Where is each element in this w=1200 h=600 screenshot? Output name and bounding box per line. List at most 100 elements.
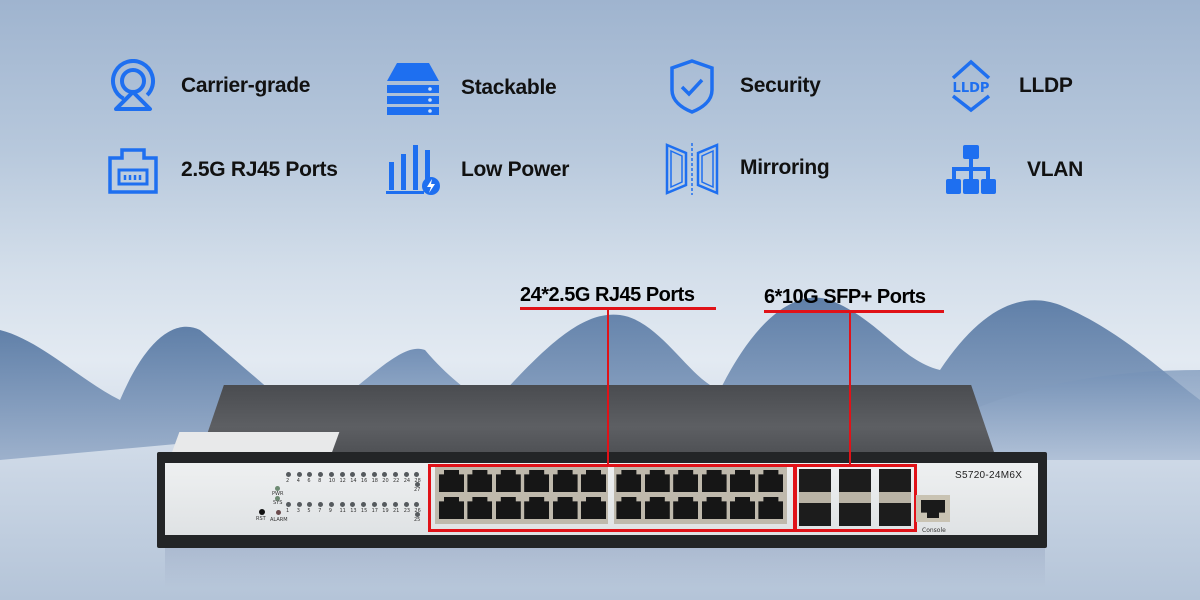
rj45-port[interactable] — [581, 470, 606, 492]
port-led — [328, 502, 334, 507]
port-led — [296, 472, 302, 477]
reset-button[interactable] — [259, 509, 265, 515]
port-number: 17 — [371, 508, 378, 514]
port-number: 5 — [307, 508, 311, 514]
sys-label: SYS — [273, 500, 283, 506]
port-number: 18 — [371, 478, 378, 484]
rj45-port[interactable] — [439, 497, 464, 519]
port-number: 24 — [403, 478, 411, 484]
port-number: 10 — [328, 478, 336, 484]
rj45-callout-underline — [520, 307, 716, 310]
model-number: S5720-24M6X — [955, 470, 1023, 481]
port-number: 6 — [307, 478, 311, 484]
shield-check-icon — [664, 58, 720, 114]
port-led — [360, 472, 366, 477]
port-number: 22 — [393, 478, 400, 484]
port-led — [393, 472, 398, 477]
rj45-port[interactable] — [730, 497, 755, 519]
port-led — [286, 472, 291, 477]
feature-label: Low Power — [461, 158, 570, 181]
port-led — [403, 502, 409, 507]
feature-low-power: Low Power — [385, 142, 569, 198]
rj45-port[interactable] — [495, 470, 521, 492]
lldp-icon-text: LLDP — [953, 81, 990, 96]
port-led — [403, 472, 409, 477]
port-number: 4 — [296, 478, 300, 484]
console-label: Console — [922, 527, 946, 534]
port-led — [318, 472, 324, 477]
feature-label: LLDP — [1019, 74, 1073, 97]
sfp-port-cage[interactable] — [839, 469, 871, 526]
rj45-port[interactable] — [644, 470, 670, 492]
feature-stackable: Stackable — [385, 60, 557, 116]
rj45-highlight-box — [428, 464, 796, 532]
port-led — [307, 502, 313, 507]
port-led — [286, 502, 291, 507]
port-number: 27 — [414, 487, 421, 493]
port-led — [414, 472, 420, 477]
feature-label: Stackable — [461, 76, 557, 99]
rj45-port[interactable] — [552, 470, 578, 492]
rj45-port[interactable] — [758, 497, 784, 519]
port-number: 15 — [360, 508, 368, 514]
rj45-callout-label: 24*2.5G RJ45 Ports — [520, 284, 695, 306]
sfp-callout-leader — [849, 312, 851, 466]
rj45-port[interactable] — [495, 497, 521, 519]
rj45-port[interactable] — [673, 470, 699, 492]
sys-led — [275, 496, 280, 501]
rj45-port[interactable] — [701, 497, 727, 519]
port-led — [382, 502, 388, 507]
port-led — [393, 502, 398, 507]
port-number: 2 — [286, 478, 290, 484]
rj45-port[interactable] — [616, 497, 642, 519]
sfp-callout-label: 6*10G SFP+ Ports — [764, 286, 926, 308]
port-led — [371, 502, 377, 507]
alarm-led — [276, 510, 281, 515]
port-number: 7 — [318, 508, 322, 514]
switch-reflection — [165, 548, 1045, 588]
port-number: 12 — [339, 478, 346, 484]
port-number: 3 — [296, 508, 300, 514]
feature-vlan: VLAN — [943, 142, 1083, 198]
sfp-highlight-box — [794, 464, 917, 532]
rj45-port[interactable] — [701, 470, 727, 492]
rj45-port[interactable] — [524, 470, 550, 492]
rj45-port[interactable] — [644, 497, 670, 519]
lldp-icon: LLDP — [943, 58, 999, 114]
feature-label: VLAN — [1027, 158, 1083, 181]
rj45-port-icon — [105, 142, 161, 198]
rj45-port[interactable] — [758, 470, 784, 492]
sfp-port-cage[interactable] — [799, 469, 831, 526]
rj45-port[interactable] — [581, 497, 606, 519]
rj45-port[interactable] — [524, 497, 550, 519]
sfp-callout-underline — [764, 310, 944, 313]
vlan-icon — [943, 142, 999, 198]
port-number: 21 — [393, 508, 400, 514]
rj45-port[interactable] — [730, 470, 755, 492]
rj45-port[interactable] — [439, 470, 464, 492]
feature-carrier-grade: Carrier-grade — [105, 58, 310, 114]
stack-icon — [385, 60, 441, 116]
alarm-label: ALARM — [270, 517, 288, 523]
port-led — [350, 472, 356, 477]
port-number: 11 — [339, 508, 346, 514]
rj45-port[interactable] — [467, 497, 493, 519]
port-number: 16 — [360, 478, 368, 484]
port-led — [414, 502, 420, 507]
port-number: 20 — [382, 478, 389, 484]
rj45-port[interactable] — [467, 470, 493, 492]
port-led — [307, 472, 313, 477]
low-power-icon — [385, 142, 441, 198]
rj45-port[interactable] — [552, 497, 578, 519]
pwr-led — [275, 486, 280, 491]
sfp-port-cage[interactable] — [879, 469, 911, 526]
port-number: 26 — [414, 508, 421, 514]
rj45-port[interactable] — [673, 497, 699, 519]
port-number: 14 — [350, 478, 357, 484]
rj45-port[interactable] — [616, 470, 642, 492]
port-led — [382, 472, 388, 477]
feature-label: Carrier-grade — [181, 74, 311, 97]
console-port[interactable] — [916, 495, 950, 522]
feature-label: Mirroring — [740, 156, 830, 179]
port-led — [339, 502, 345, 507]
